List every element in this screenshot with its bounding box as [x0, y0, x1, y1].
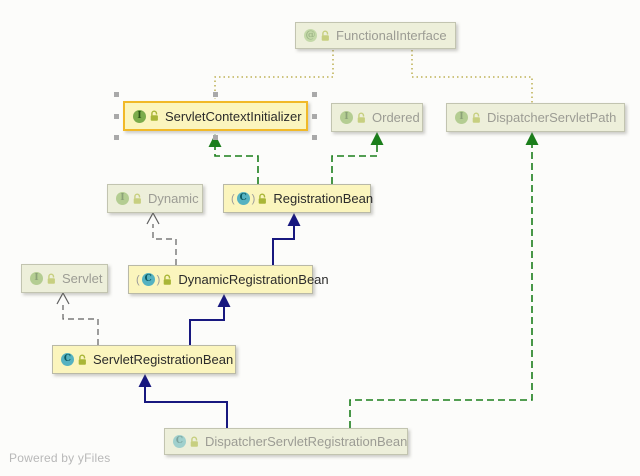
- node-icons: I: [340, 111, 367, 124]
- node-label: DynamicRegistrationBean: [178, 272, 329, 287]
- edge-annotation-functionalinterface-to-servletcontextinitializer[interactable]: [214, 50, 334, 99]
- node-label: RegistrationBean: [273, 191, 374, 206]
- node-servlet[interactable]: I Servlet: [21, 264, 108, 293]
- abstract-class-icon: C: [141, 273, 155, 286]
- selection-handle[interactable]: [213, 135, 218, 140]
- node-icons: C: [173, 435, 200, 448]
- node-ordered[interactable]: I Ordered: [331, 103, 423, 132]
- edge-implements-dispatcherservletregistrationbean-to-dispatcherservletpath[interactable]: [349, 145, 533, 428]
- node-label: DispatcherServletRegistrationBean: [205, 434, 408, 449]
- edge-extends-dynamicregistrationbean-to-registrationbean-arrowhead: [287, 213, 301, 226]
- selection-handle[interactable]: [312, 135, 317, 140]
- node-label: FunctionalInterface: [336, 28, 447, 43]
- interface-icon: I: [133, 109, 146, 123]
- selection-handle[interactable]: [114, 92, 119, 97]
- selection-handle[interactable]: [114, 135, 119, 140]
- node-registration-bean[interactable]: (C) RegistrationBean: [223, 184, 374, 213]
- edge-extends-dispatcherservletregistrationbean-to-servletregistrationbean-arrowhead: [138, 374, 152, 387]
- node-servlet-context-initializer[interactable]: I ServletContextInitializer: [123, 101, 308, 131]
- node-dynamic-registration-bean[interactable]: (C) DynamicRegistrationBean: [128, 265, 329, 294]
- node-label: ServletContextInitializer: [165, 108, 302, 124]
- edge-annotation-functionalinterface-to-dispatcherservletpath[interactable]: [411, 50, 533, 103]
- edge-dependency-dynamicregistrationbean-to-dynamic[interactable]: [152, 224, 177, 265]
- node-dispatcher-servlet-path[interactable]: I DispatcherServletPath: [446, 103, 625, 132]
- selection-handle[interactable]: [114, 113, 119, 119]
- interface-icon: I: [116, 192, 129, 205]
- node-dispatcher-servlet-registration-bean[interactable]: C DispatcherServletRegistrationBean: [164, 428, 408, 455]
- edge-implements-dispatcherservletregistrationbean-to-dispatcherservletpath-arrowhead: [525, 132, 539, 145]
- node-label: Ordered: [372, 110, 420, 125]
- lock-icon: [472, 112, 480, 123]
- edge-implements-registrationbean-to-ordered-arrowhead: [370, 132, 384, 145]
- node-label: Dynamic: [148, 191, 199, 206]
- node-servlet-registration-bean[interactable]: C ServletRegistrationBean: [52, 345, 236, 374]
- edge-dependency-servletregistrationbean-to-servlet[interactable]: [62, 305, 99, 345]
- lock-icon: [259, 193, 267, 204]
- edge-extends-servletregistrationbean-to-dynamicregistrationbean[interactable]: [189, 307, 225, 345]
- node-dynamic[interactable]: I Dynamic: [107, 184, 203, 213]
- abstract-paren-right: ): [251, 192, 256, 205]
- edge-implements-registrationbean-to-servletcontextinitializer-arrowhead: [208, 134, 222, 147]
- lock-icon: [190, 436, 198, 447]
- edge-implements-registrationbean-to-servletcontextinitializer[interactable]: [214, 147, 259, 184]
- edge-extends-servletregistrationbean-to-dynamicregistrationbean-arrowhead: [217, 294, 231, 307]
- edge-implements-registrationbean-to-ordered[interactable]: [331, 145, 378, 184]
- lock-icon: [321, 30, 329, 41]
- node-label: Servlet: [62, 271, 103, 286]
- node-icons: I: [133, 109, 160, 123]
- abstract-paren-right: ): [156, 273, 161, 286]
- annotation-icon: @: [304, 29, 317, 42]
- class-icon: C: [61, 353, 74, 366]
- edge-extends-dynamicregistrationbean-to-registrationbean[interactable]: [272, 226, 295, 265]
- class-icon: C: [173, 435, 186, 448]
- edge-dependency-servletregistrationbean-to-servlet-arrowhead: [56, 291, 70, 305]
- selection-handle[interactable]: [312, 92, 317, 97]
- lock-icon: [150, 110, 158, 121]
- node-icons: I: [116, 192, 143, 205]
- node-label: DispatcherServletPath: [487, 110, 617, 125]
- edge-dependency-dynamicregistrationbean-to-dynamic-arrowhead: [146, 211, 160, 225]
- interface-icon: I: [455, 111, 468, 124]
- abstract-paren-left: (: [231, 192, 235, 205]
- lock-icon: [164, 274, 172, 285]
- interface-icon: I: [30, 272, 43, 285]
- lock-icon: [357, 112, 365, 123]
- node-icons: (C): [136, 273, 173, 286]
- node-functional-interface[interactable]: @ FunctionalInterface: [295, 22, 456, 49]
- node-icons: (C): [231, 192, 268, 205]
- selection-handle[interactable]: [213, 92, 218, 97]
- node-icons: @: [304, 29, 331, 42]
- abstract-class-icon: C: [236, 192, 250, 205]
- lock-icon: [47, 273, 55, 284]
- lock-icon: [133, 193, 141, 204]
- selection-handle[interactable]: [312, 113, 317, 119]
- powered-by-yfiles-label: Powered by yFiles: [9, 451, 111, 465]
- abstract-paren-left: (: [136, 273, 140, 286]
- lock-icon: [78, 354, 86, 365]
- edge-extends-dispatcherservletregistrationbean-to-servletregistrationbean[interactable]: [144, 387, 228, 428]
- node-label: ServletRegistrationBean: [93, 352, 234, 367]
- node-icons: C: [61, 353, 88, 366]
- node-icons: I: [30, 272, 57, 285]
- node-icons: I: [455, 111, 482, 124]
- interface-icon: I: [340, 111, 353, 124]
